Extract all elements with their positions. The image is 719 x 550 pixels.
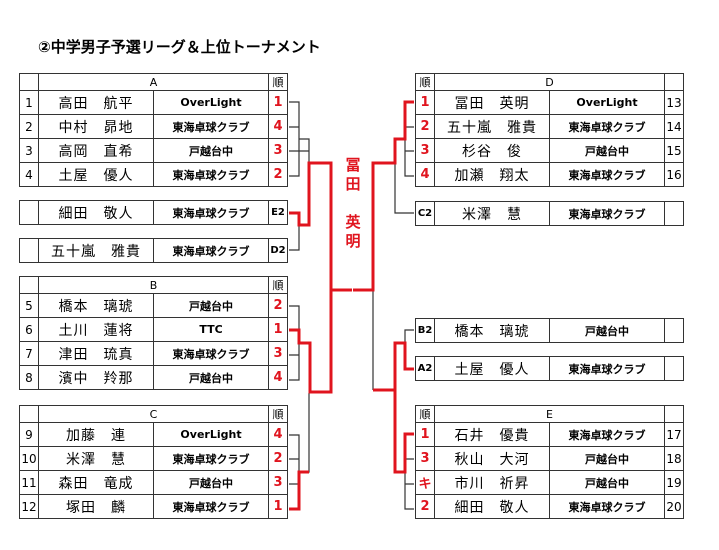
- player-club: 東海卓球クラブ: [153, 114, 269, 139]
- player-club: TTC: [153, 317, 269, 342]
- player-number: 16: [664, 162, 684, 187]
- player-name: 塚田 麟: [38, 494, 154, 519]
- player-name: 土屋 優人: [434, 356, 550, 381]
- player-name: 高田 航平: [38, 90, 154, 115]
- player-name: 米澤 慧: [434, 201, 550, 226]
- qualifier-tag: A2: [415, 356, 435, 381]
- player-number: 13: [664, 90, 684, 115]
- blank-cell: [664, 356, 684, 381]
- player-rank: 4: [268, 114, 288, 139]
- player-club: 東海卓球クラブ: [549, 356, 665, 381]
- player-number: 20: [664, 494, 684, 519]
- player-club: 戸越台中: [549, 446, 665, 471]
- player-name: 橋本 璃琥: [434, 318, 550, 343]
- player-club: 東海卓球クラブ: [549, 494, 665, 519]
- player-club: 東海卓球クラブ: [153, 494, 269, 519]
- champion-char: 冨: [345, 156, 361, 174]
- player-club: 戸越台中: [153, 138, 269, 163]
- player-club: 東海卓球クラブ: [549, 162, 665, 187]
- champion-char: [342, 194, 364, 213]
- blank-cell: [664, 201, 684, 226]
- page-title: ②中学男子予選リーグ＆上位トーナメント: [38, 38, 321, 56]
- player-club: 東海卓球クラブ: [549, 201, 665, 226]
- player-name: 細田 敬人: [38, 200, 154, 225]
- qualifier-tag: E2: [268, 200, 288, 225]
- player-club: 東海卓球クラブ: [153, 238, 269, 263]
- player-club: 戸越台中: [153, 365, 269, 390]
- qualifier-tag: D2: [268, 238, 288, 263]
- player-club: 東海卓球クラブ: [153, 341, 269, 366]
- player-name: 土屋 優人: [38, 162, 154, 187]
- player-club: OverLight: [549, 90, 665, 115]
- player-club: 東海卓球クラブ: [153, 162, 269, 187]
- player-name: 橋本 璃琥: [38, 293, 154, 318]
- player-number: 14: [664, 114, 684, 139]
- player-name: 石井 優貴: [434, 422, 550, 447]
- player-club: 戸越台中: [549, 470, 665, 495]
- player-name: 細田 敬人: [434, 494, 550, 519]
- player-name: 土川 蓮将: [38, 317, 154, 342]
- player-number: 18: [664, 446, 684, 471]
- player-rank: 4: [268, 365, 288, 390]
- player-name: 冨田 英明: [434, 90, 550, 115]
- player-number: 19: [664, 470, 684, 495]
- player-club: 戸越台中: [549, 318, 665, 343]
- player-club: 東海卓球クラブ: [549, 422, 665, 447]
- player-rank: キ: [415, 470, 435, 495]
- player-rank: 1: [268, 494, 288, 519]
- player-club: OverLight: [153, 422, 269, 447]
- player-name: 五十嵐 雅貴: [38, 238, 154, 263]
- player-number: 8: [19, 365, 39, 390]
- champion-char: 英: [345, 213, 361, 231]
- champion-char: 明: [345, 232, 361, 250]
- player-name: 津田 琉真: [38, 341, 154, 366]
- blank-cell: [664, 318, 684, 343]
- player-rank: 2: [268, 162, 288, 187]
- champion-name: 冨 田 英 明: [342, 156, 364, 251]
- player-club: 東海卓球クラブ: [153, 200, 269, 225]
- player-name: 中村 昴地: [38, 114, 154, 139]
- player-name: 高岡 直希: [38, 138, 154, 163]
- player-name: 五十嵐 雅貴: [434, 114, 550, 139]
- player-club: 戸越台中: [153, 470, 269, 495]
- champion-char: 田: [345, 175, 361, 193]
- player-name: 市川 祈昇: [434, 470, 550, 495]
- player-name: 加瀬 翔太: [434, 162, 550, 187]
- player-name: 濱中 羚那: [38, 365, 154, 390]
